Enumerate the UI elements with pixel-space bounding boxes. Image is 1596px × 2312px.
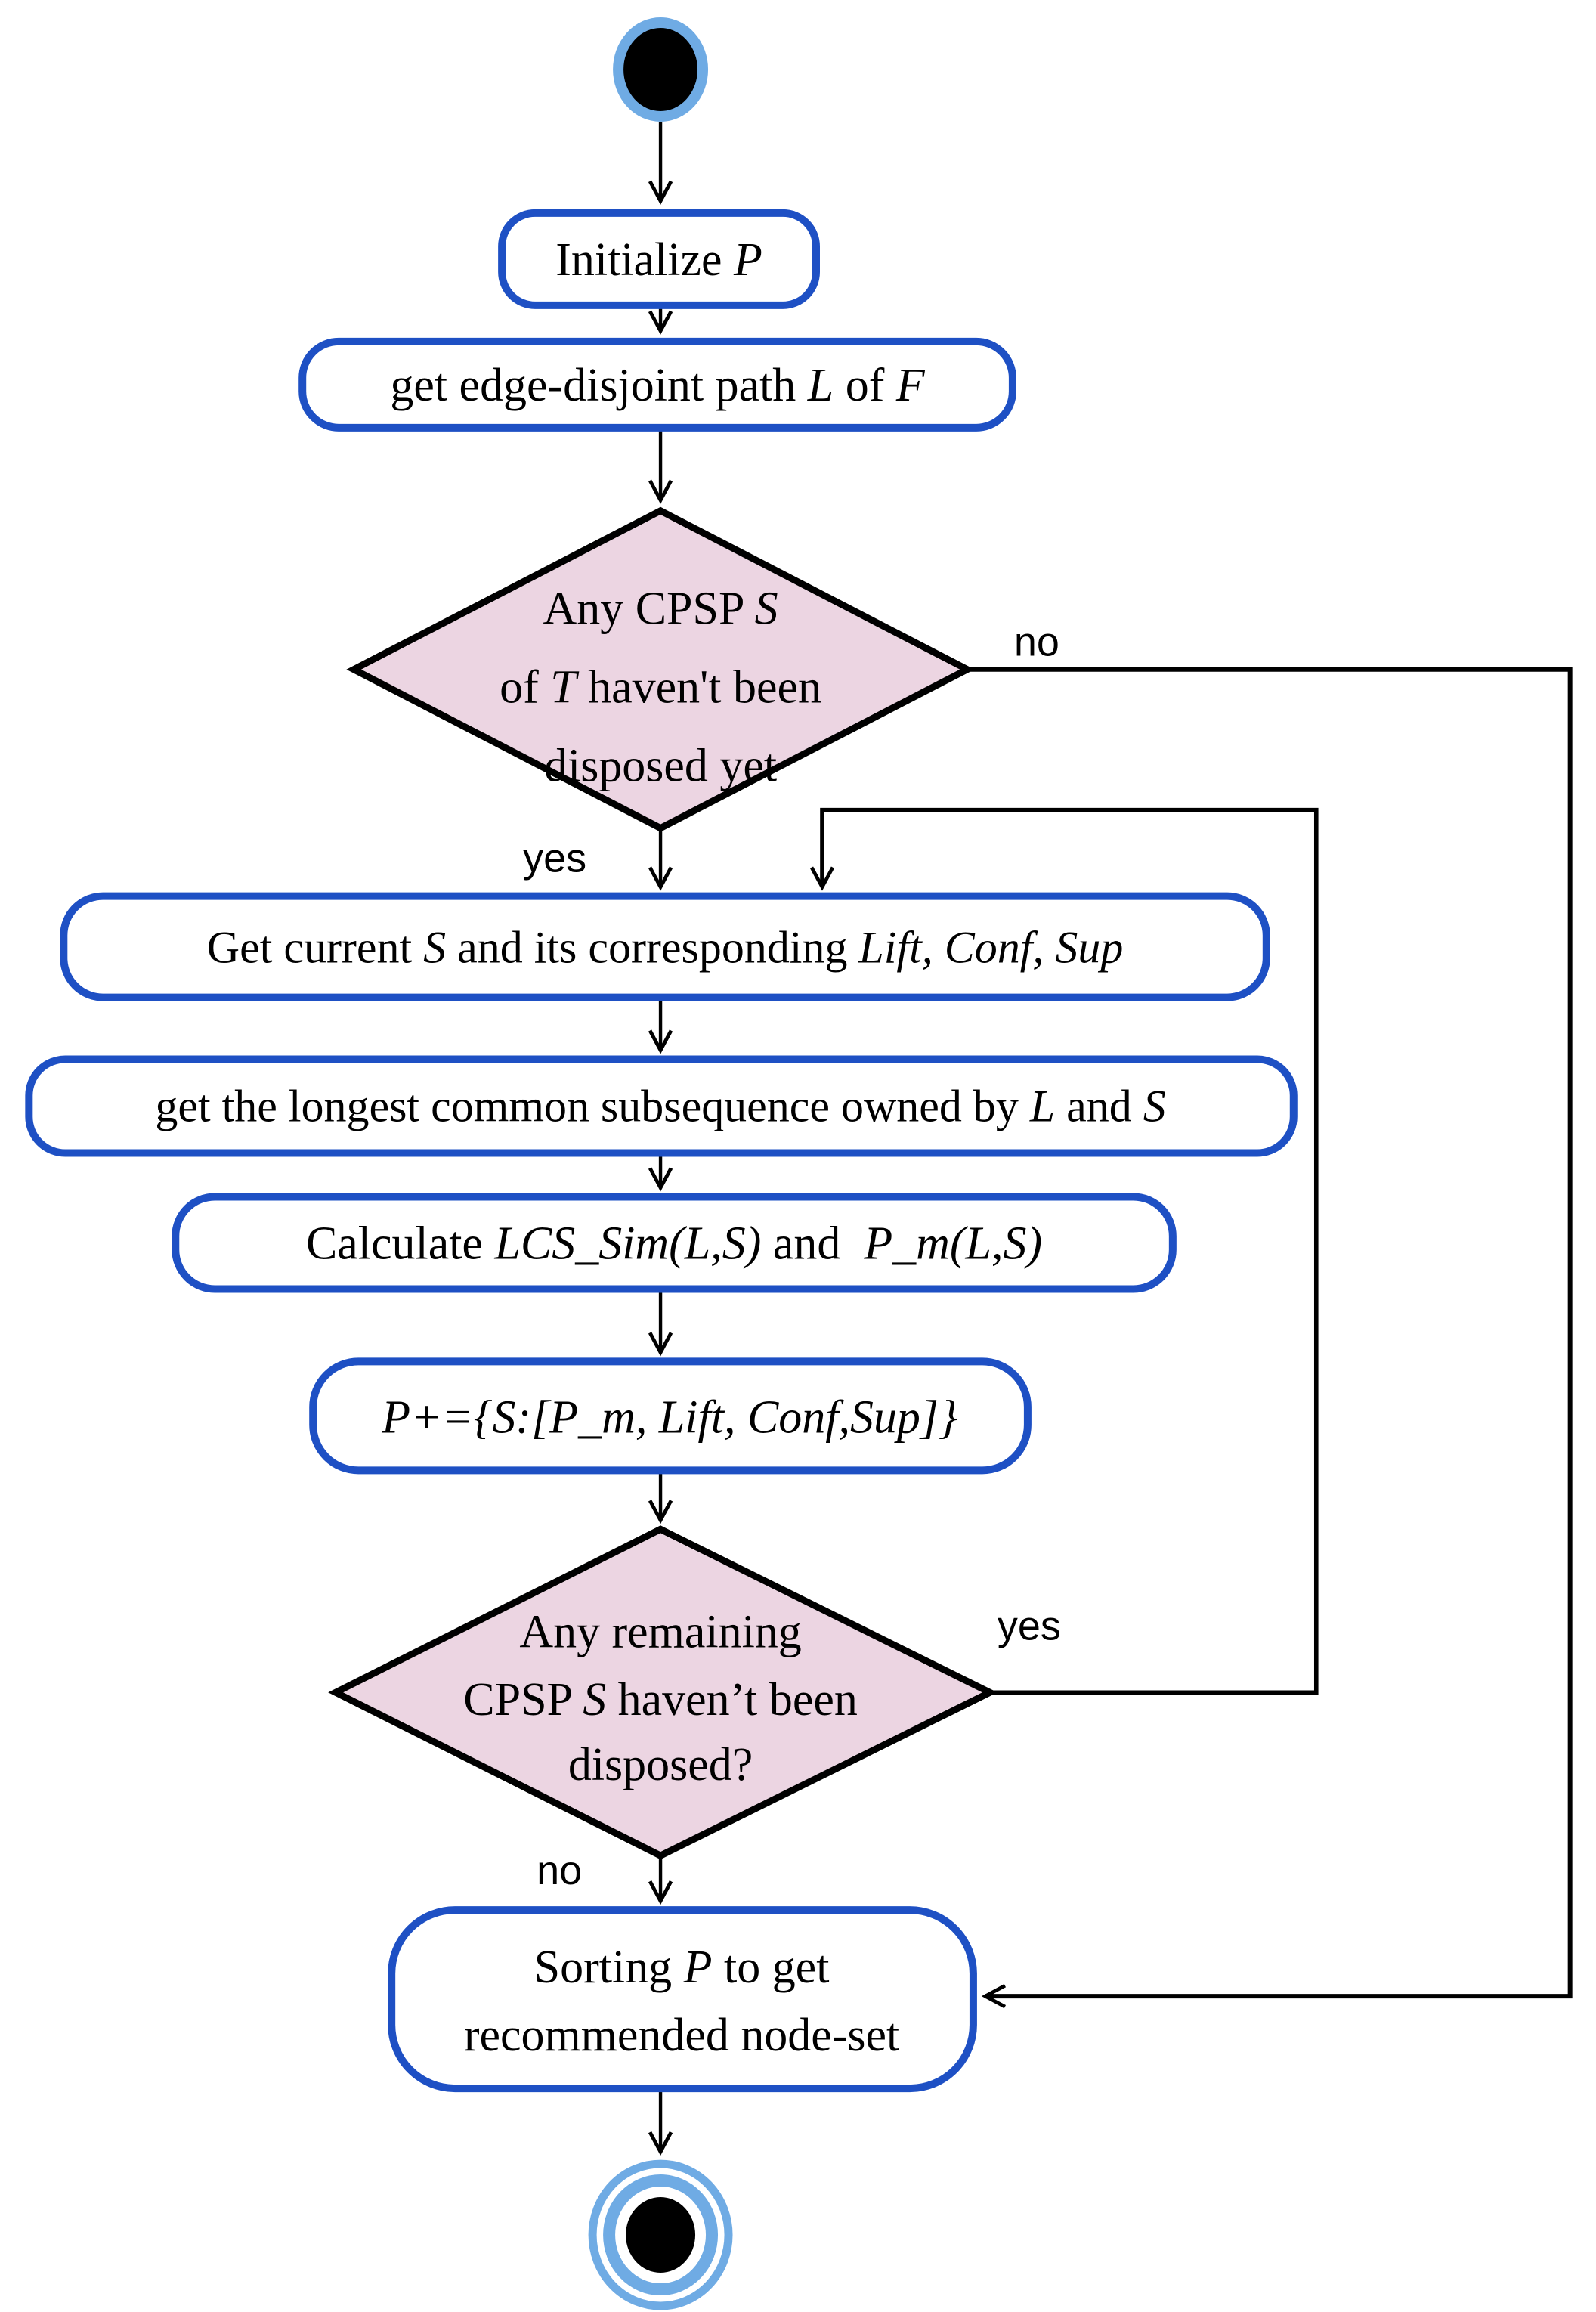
decision1-label-line1: Any CPSP S bbox=[543, 583, 778, 635]
decision1-any-cpsp-of-t: Any CPSP S of T haven't been disposed ye… bbox=[346, 506, 975, 832]
node-calculate-sim: Calculate LCS_Sim(L,S) and P_m(L,S) bbox=[172, 1193, 1177, 1293]
node-sorting-p: Sorting P to get recommended node-set bbox=[388, 1906, 977, 2093]
decision1-label-line3: disposed yet bbox=[544, 741, 777, 792]
decision2-any-remaining: Any remaining CPSP S haven’t been dispos… bbox=[328, 1525, 998, 1860]
node-update-p: P+={S:[P_m, Lift, Conf,Sup]} bbox=[309, 1357, 1032, 1475]
edge-label-no-bottom: no bbox=[537, 1848, 582, 1893]
edge-label-yes-top: yes bbox=[523, 836, 586, 881]
decision2-label-line2: CPSP S haven’t been bbox=[463, 1674, 858, 1725]
node-initialize-p-label: Initialize P bbox=[555, 234, 762, 286]
node-sorting-p-label-line2: recommended node-set bbox=[464, 2010, 899, 2061]
edge-label-no-top: no bbox=[1014, 620, 1059, 665]
node-calculate-sim-label: Calculate LCS_Sim(L,S) and P_m(L,S) bbox=[306, 1218, 1042, 1269]
node-update-p-label: P+={S:[P_m, Lift, Conf,Sup]} bbox=[381, 1391, 957, 1443]
node-initialize-p: Initialize P bbox=[498, 209, 820, 309]
node-sorting-p-label-line1: Sorting P to get bbox=[534, 1942, 830, 1993]
edge-yes-loopback bbox=[809, 807, 1319, 1695]
node-get-edge-disjoint-path-label: get edge-disjoint path L of F bbox=[390, 360, 926, 411]
node-get-current-s-label: Get current S and its corresponding Lift… bbox=[207, 923, 1124, 973]
start-node bbox=[613, 17, 709, 122]
end-node bbox=[588, 2159, 733, 2310]
edge-no-branch bbox=[967, 667, 1573, 2009]
node-get-edge-disjoint-path: get edge-disjoint path L of F bbox=[298, 337, 1016, 432]
edge-label-yes-bottom: yes bbox=[998, 1603, 1061, 1648]
node-get-current-s: Get current S and its corresponding Lift… bbox=[60, 892, 1270, 1001]
node-get-lcs: get the longest common subsequence owned… bbox=[25, 1055, 1298, 1157]
decision1-label-line2: of T haven't been bbox=[500, 662, 821, 713]
node-get-lcs-label: get the longest common subsequence owned… bbox=[155, 1082, 1165, 1131]
decision2-label-line1: Any remaining bbox=[519, 1606, 801, 1657]
decision2-label-line3: disposed? bbox=[568, 1739, 753, 1790]
